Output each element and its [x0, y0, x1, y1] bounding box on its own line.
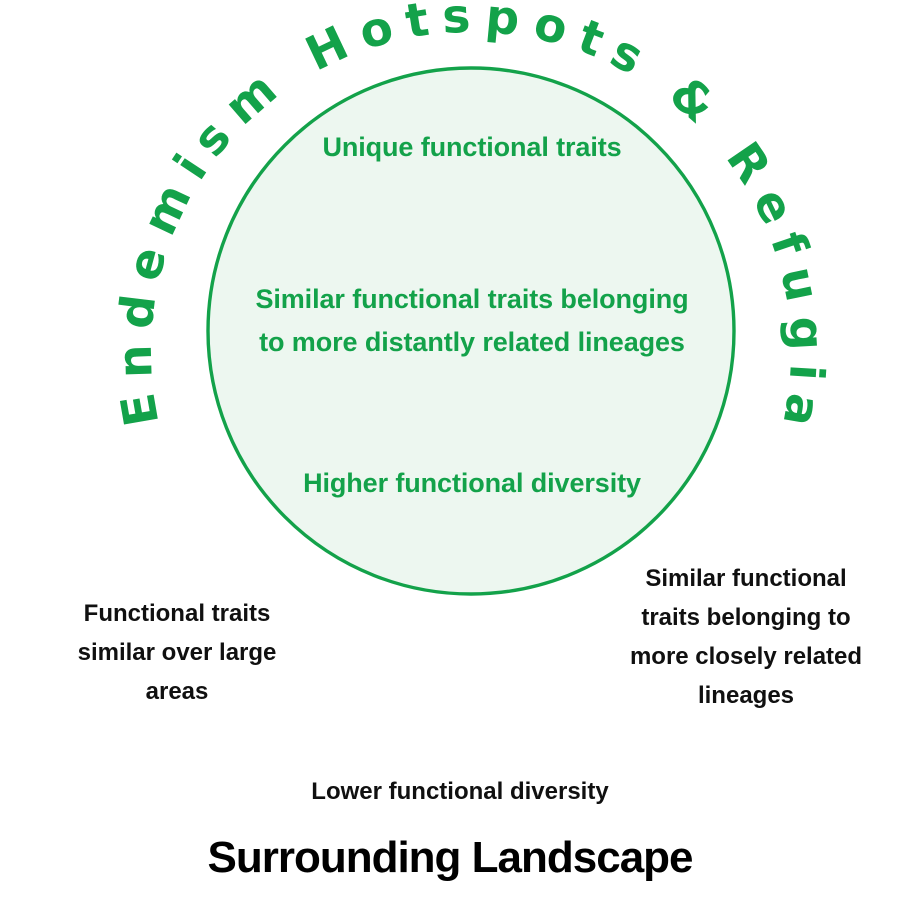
label-left-line1: Functional traits	[83, 600, 271, 627]
label-right-line1: Similar functional	[645, 565, 847, 592]
label-right-line3: more closely related	[629, 642, 863, 670]
label-left-line2: similar over large	[77, 638, 277, 666]
hotspot-circle-shape	[206, 66, 736, 596]
label-left-line3: areas	[145, 677, 209, 705]
label-right-line2: traits belonging to	[641, 603, 851, 631]
label-functional-traits-similar-large-areas: Functional traits similar over large are…	[28, 595, 326, 712]
label-lower-functional-diversity: Lower functional diversity	[311, 778, 609, 805]
label-unique-functional-traits: Unique functional traits	[322, 132, 622, 162]
label-similar-distant-line1: Similar functional traits belonging	[255, 284, 689, 314]
label-right-line4: lineages	[697, 681, 795, 709]
label-similar-distant-line2: to more distantly related lineages	[259, 326, 685, 357]
label-surrounding-landscape: Surrounding Landscape	[207, 833, 693, 882]
label-similar-functional-traits-closely-related: Similar functional traits belonging to m…	[596, 560, 896, 716]
label-similar-functional-traits-distant: Similar functional traits belonging to m…	[202, 278, 742, 363]
label-higher-functional-diversity: Higher functional diversity	[303, 468, 641, 498]
